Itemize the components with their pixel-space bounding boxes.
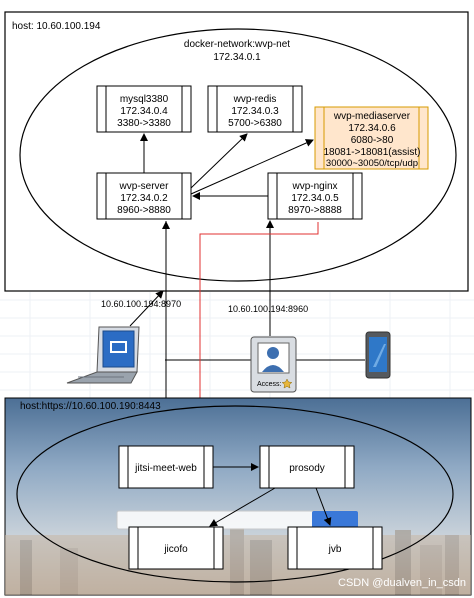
- jvb-name: jvb: [328, 544, 342, 555]
- node-mysql: mysql3380 172.34.0.4 3380->3380: [96, 85, 192, 133]
- laptop-icon[interactable]: [66, 326, 140, 384]
- bottom-arrows: [209, 463, 332, 527]
- link-laptop-to-server-port: [129, 290, 164, 327]
- watermark: CSDN @dualven_in_csdn: [338, 577, 466, 589]
- redis-name: wvp-redis: [233, 94, 277, 105]
- docker-arrows: [140, 133, 314, 200]
- bottom-host-label: host:https://10.60.100.190:8443: [20, 401, 161, 412]
- star-icon: [281, 378, 293, 389]
- arrow-server-to-mediaserver: [190, 139, 314, 195]
- server-ip: 172.34.0.2: [120, 193, 168, 204]
- bottom-network-ellipse: [16, 405, 454, 583]
- redis-port: 5700->6380: [228, 118, 282, 129]
- mediaserver-ip: 172.34.0.6: [348, 123, 396, 134]
- access-badge[interactable]: Access:: [250, 336, 297, 393]
- node-prosody: prosody: [259, 445, 355, 489]
- link-right-label: 10.60.100.194:8960: [228, 304, 308, 314]
- docker-network-subnet: 172.34.0.1: [213, 52, 261, 63]
- phone-icon[interactable]: [365, 331, 391, 379]
- arrow-server-to-redis: [190, 133, 248, 189]
- mysql-port: 3380->3380: [117, 118, 171, 129]
- nginx-name: wvp-nginx: [291, 181, 337, 192]
- mediaserver-port-1: 6080->80: [351, 135, 394, 146]
- arrow-prosody-to-jvb: [315, 487, 332, 526]
- access-badge-label: Access:: [257, 381, 282, 388]
- background-search-button: [312, 511, 358, 529]
- arrowhead-server-up: [162, 221, 170, 229]
- node-jicofo: jicofo: [128, 526, 224, 570]
- mysql-ip: 172.34.0.4: [120, 106, 168, 117]
- mediaserver-port-2: 18081->18081(assist): [323, 147, 420, 158]
- node-redis: wvp-redis 172.34.0.3 5700->6380: [207, 85, 303, 133]
- docker-network-name: docker-network:wvp-net: [184, 39, 290, 50]
- server-port: 8960->8880: [117, 205, 171, 216]
- nginx-ip: 172.34.0.5: [291, 193, 339, 204]
- prosody-name: prosody: [289, 463, 325, 474]
- top-host-label: host: 10.60.100.194: [12, 21, 101, 32]
- arrow-prosody-to-jicofo: [209, 487, 276, 527]
- jitsi-name: jitsi-meet-web: [134, 463, 197, 474]
- node-nginx: wvp-nginx 172.34.0.5 8970->8888: [267, 172, 363, 220]
- link-left-label: 10.60.100.194:8970: [101, 299, 181, 309]
- nginx-port: 8970->8888: [288, 205, 342, 216]
- red-link-nginx-to-jitsi: [196, 222, 319, 447]
- node-server: wvp-server 172.34.0.2 8960->8880: [96, 172, 192, 220]
- mediaserver-port-3: 30000~30050/tcp/udp: [326, 158, 418, 169]
- docker-network-ellipse: [19, 28, 457, 282]
- node-mediaserver: wvp-mediaserver 172.34.0.6 6080->80 1808…: [314, 106, 429, 170]
- redis-ip: 172.34.0.3: [231, 106, 279, 117]
- server-name: wvp-server: [119, 181, 170, 192]
- jicofo-name: jicofo: [163, 544, 188, 555]
- mediaserver-name: wvp-mediaserver: [333, 111, 411, 122]
- city-skyline: [5, 528, 471, 595]
- mysql-name: mysql3380: [120, 94, 169, 105]
- node-jvb: jvb: [287, 526, 383, 570]
- node-jitsi-meet-web: jitsi-meet-web: [118, 445, 214, 489]
